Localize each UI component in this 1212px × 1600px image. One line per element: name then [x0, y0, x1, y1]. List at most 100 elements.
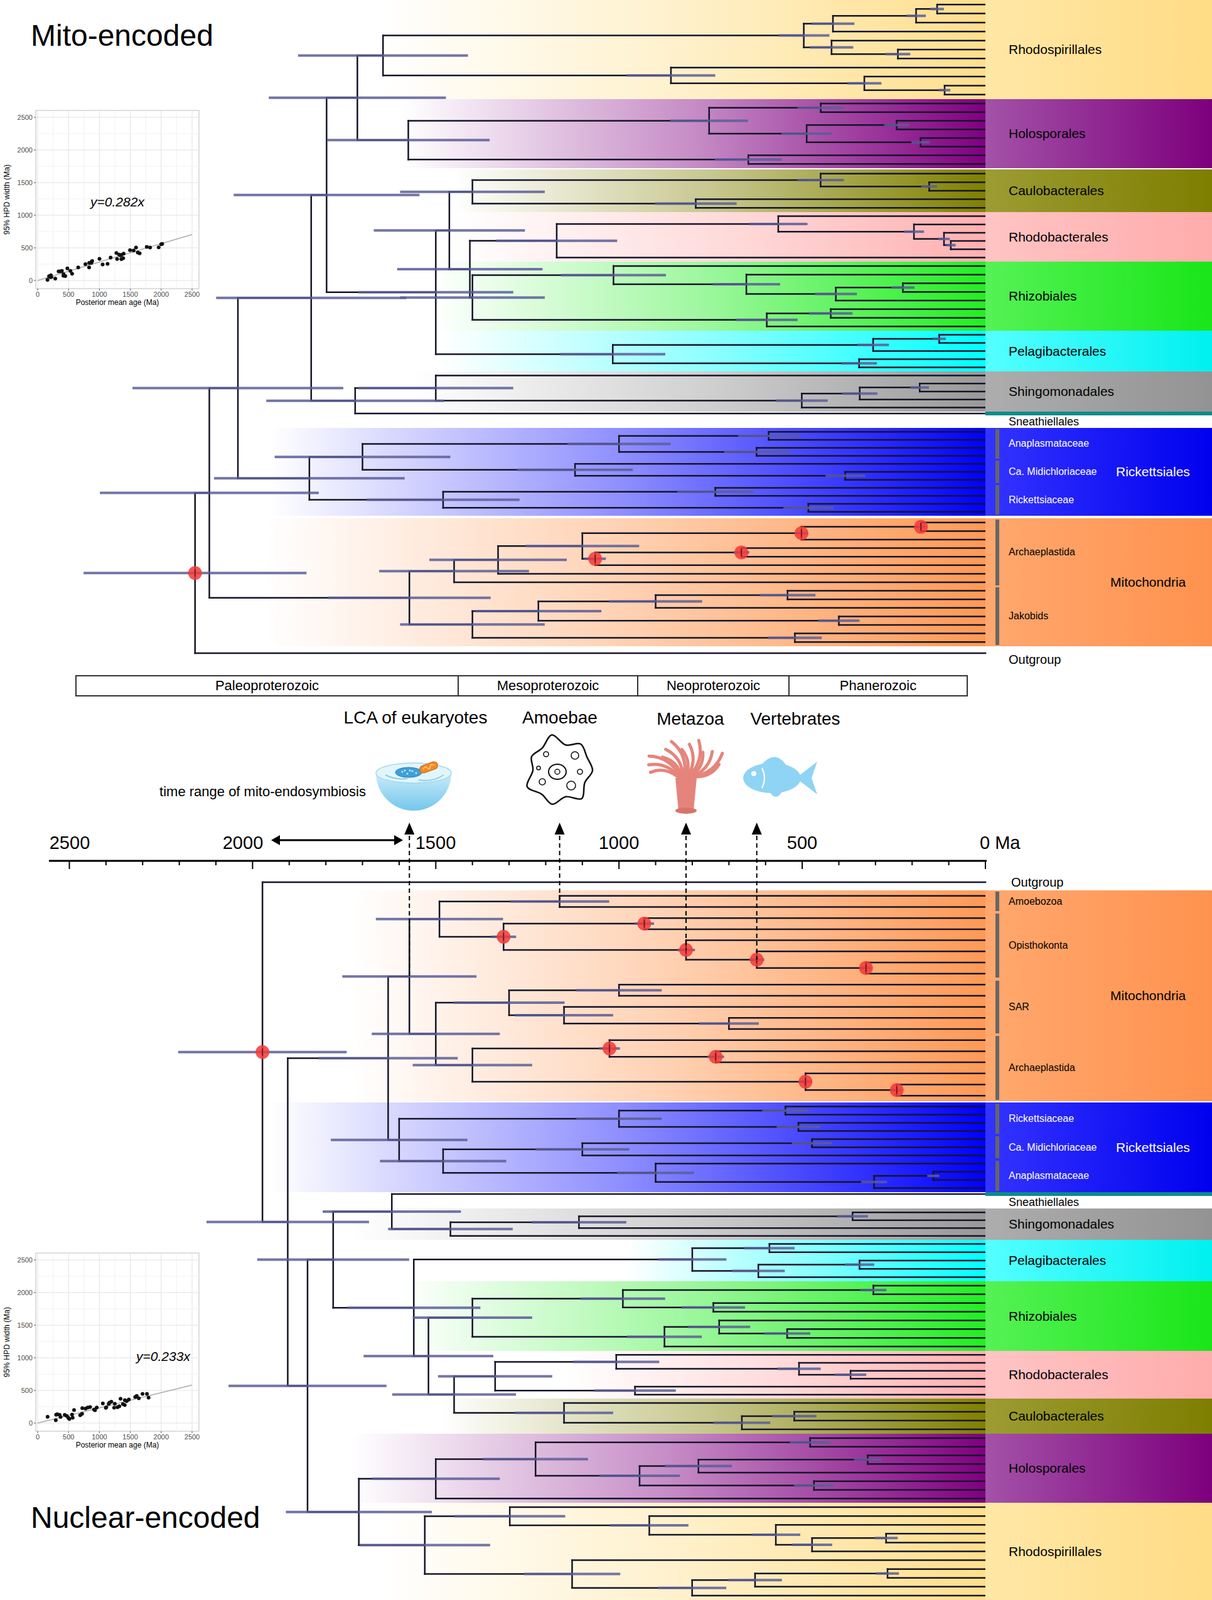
tree-branch — [408, 119, 710, 122]
axis-tick — [33, 1390, 36, 1392]
dashed-pointer — [408, 836, 410, 977]
calibration-point — [794, 526, 809, 541]
calibration-tick — [194, 569, 196, 577]
axis-tick — [178, 861, 181, 866]
calibration-tick — [896, 1086, 898, 1095]
tick-label: 1500 — [122, 290, 138, 299]
tick-label: 500 — [21, 1387, 33, 1396]
hpd-bar — [793, 1485, 835, 1488]
tree-branch — [937, 12, 986, 15]
data-point — [121, 256, 125, 260]
hpd-bar — [736, 318, 798, 322]
data-point — [68, 269, 73, 274]
clade-label: Caulobacterales — [1008, 183, 1105, 199]
tree-branch — [867, 1463, 986, 1466]
axis-tick — [33, 182, 36, 184]
clade-band-shade — [627, 1240, 986, 1282]
hpd-bar — [857, 343, 889, 347]
hpd-bar — [576, 1117, 662, 1121]
figure-circle — [536, 766, 541, 771]
clade-strip: Sneathiellales — [985, 1192, 1212, 1209]
tree-branch — [785, 1114, 986, 1116]
tree-branch — [595, 564, 986, 567]
data-point — [53, 276, 58, 281]
clade-label: Shingomonadales — [1008, 1217, 1115, 1233]
data-point — [134, 246, 139, 250]
hpd-bar — [712, 283, 780, 286]
clade-band: Rhodospirillales — [985, 1503, 1212, 1600]
clade-label: Ca. Midichloriaceae — [1008, 466, 1098, 478]
hpd-bar — [379, 569, 530, 573]
calibration-dot — [890, 1083, 904, 1098]
axis-tick — [33, 1292, 36, 1294]
hpd-bar — [681, 1306, 746, 1310]
era-box: Paleoproterozoic — [75, 675, 459, 697]
tree-branch — [933, 1171, 986, 1174]
tree-branch — [741, 1429, 986, 1432]
hpd-bar — [885, 52, 911, 56]
data-point — [100, 262, 105, 267]
tip-label: Outgroup — [1011, 875, 1064, 891]
clade-band: Holosporales — [985, 99, 1212, 169]
tree-branch — [756, 950, 986, 953]
clade-band: Caulobacterales — [985, 1399, 1212, 1435]
tree-branch — [768, 431, 986, 434]
tree-branch — [639, 1485, 815, 1487]
tree-branch — [838, 615, 986, 618]
hpd-bar — [748, 222, 808, 226]
arrow-head — [271, 835, 280, 846]
tree-branch — [913, 224, 986, 226]
tree-branch — [612, 362, 860, 365]
clade-label: Rhizobiales — [1008, 288, 1078, 304]
hpd-bar — [654, 202, 737, 205]
clade-bar — [995, 460, 1000, 483]
tree-branch — [799, 1362, 986, 1365]
hpd-bar — [665, 1465, 733, 1469]
tree-branch — [852, 1212, 986, 1214]
hpd-bar — [687, 1326, 751, 1329]
clade-band: Rhodospirillales — [985, 0, 1212, 100]
clade-bar — [995, 891, 1000, 912]
tree-branch — [787, 1328, 986, 1331]
hpd-bar — [626, 74, 715, 77]
hpd-bar — [854, 1458, 882, 1462]
clade-label: Rickettsiales — [1115, 464, 1191, 480]
data-point — [128, 248, 132, 253]
tree-branch — [769, 1243, 986, 1246]
data-point — [60, 269, 65, 274]
clade-band-shade — [439, 330, 986, 372]
hpd-bar — [371, 1478, 500, 1481]
tree-branch — [509, 1506, 986, 1509]
tick-label: 500 — [21, 244, 33, 253]
tree-branch — [616, 1368, 800, 1371]
hpd-bar — [453, 1001, 565, 1005]
tree-branch — [728, 1017, 986, 1020]
tree-branch — [643, 917, 986, 920]
figure-circle — [566, 781, 576, 791]
tree-branch — [715, 495, 986, 498]
tree-branch — [715, 1050, 986, 1053]
tree-branch — [768, 439, 986, 442]
clade-label: Caulobacterales — [1008, 1409, 1105, 1425]
clade-band-shade — [414, 371, 986, 412]
hpd-bar — [906, 14, 926, 17]
axis-tick — [911, 861, 913, 866]
tick-label: 500 — [62, 1433, 75, 1442]
axis-tick — [544, 861, 547, 866]
axis-tick-label: 2500 — [49, 832, 91, 854]
clade-label: Sneathiellales — [1008, 1196, 1079, 1210]
axis-tick — [33, 1325, 36, 1327]
data-point — [104, 1406, 108, 1411]
tree-branch — [805, 1073, 986, 1076]
data-point — [80, 1406, 85, 1411]
tick-label: 1000 — [91, 290, 107, 299]
axis-tick — [33, 280, 36, 282]
tree-branch — [859, 358, 986, 361]
calibration-dot — [913, 520, 928, 535]
axis-tick — [33, 1423, 36, 1425]
hpd-bar — [228, 1385, 387, 1388]
tree-branch — [755, 1586, 986, 1589]
tree-branch — [859, 399, 986, 402]
hpd-bar — [921, 185, 938, 188]
tree-branch — [943, 232, 986, 235]
